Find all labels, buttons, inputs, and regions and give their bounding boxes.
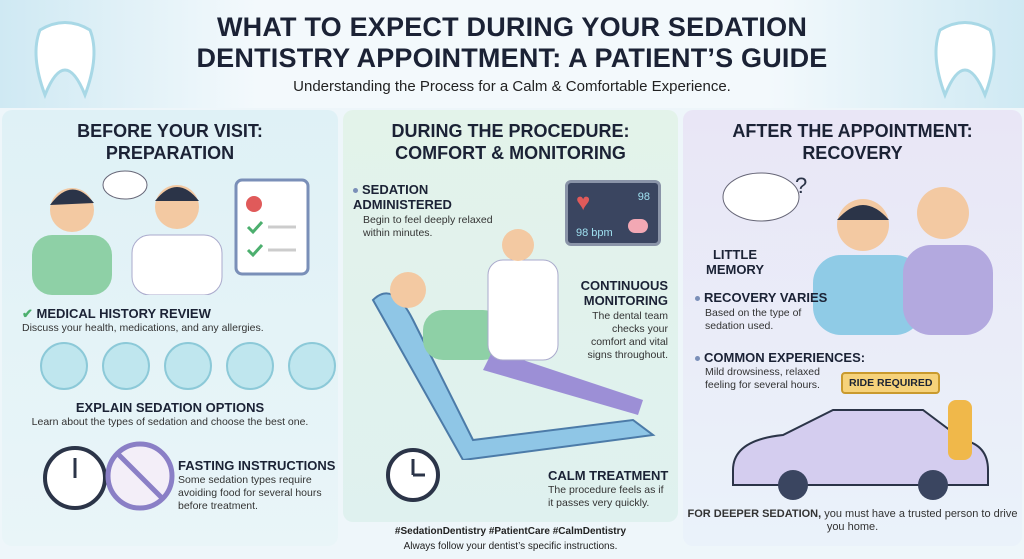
clock-icon [386, 448, 440, 502]
item-heading: COMMON EXPERIENCES: [695, 350, 865, 365]
sedation-options-icons [40, 342, 336, 390]
item-heading-text: COMMON EXPERIENCES: [704, 350, 866, 365]
hashtags: #SedationDentistry #PatientCare #CalmDen… [394, 526, 627, 537]
item-heading: EXPLAIN SEDATION OPTIONS [75, 400, 265, 415]
clipboard-icon [234, 178, 310, 276]
patient-doctor-illustration [32, 170, 223, 295]
heart-icon: ♥ [576, 189, 591, 216]
item-heading-text: MEDICAL HISTORY REVIEW [36, 306, 211, 321]
panel-title-line: BEFORE YOUR VISIT: [77, 121, 263, 141]
capsule-icon [164, 342, 212, 390]
item-text: The dental team checks your comfort and … [587, 310, 668, 361]
item-text: Based on the type of sedation used. [705, 307, 802, 332]
little-memory-label: LITTLE MEMORY [705, 247, 765, 277]
ride-note-bold: FOR DEEPER SEDATION, [687, 508, 822, 520]
item-text: Discuss your health, medications, and an… [22, 322, 264, 334]
header-banner [0, 0, 1024, 108]
vital-monitor: ♥ 98 98 bpm [565, 180, 661, 246]
item-heading: CONTINUOUS MONITORING [580, 278, 668, 308]
bullet-icon [353, 188, 358, 194]
item-heading: FASTING INSTRUCTIONS [178, 458, 336, 473]
item-text: The procedure feels as if it passes very… [548, 484, 664, 509]
panel-title: BEFORE YOUR VISIT:PREPARATION [2, 120, 338, 164]
item-heading: CALM TREATMENT [548, 468, 669, 483]
brain-icon [628, 219, 648, 233]
panel-title-line: AFTER THE APPOINTMENT: [732, 121, 973, 141]
bullet-icon [695, 296, 700, 302]
panel-title: DURING THE PROCEDURE:COMFORT & MONITORIN… [343, 120, 678, 164]
item-text: Some sedation types require avoiding foo… [178, 474, 322, 512]
before-visit-panel: BEFORE YOUR VISIT:PREPARATION ✔ MEDICAL … [2, 110, 338, 546]
during-procedure-panel: DURING THE PROCEDURE:COMFORT & MONITORIN… [343, 110, 678, 522]
item-text: Mild drowsiness, relaxed feeling for sev… [705, 366, 820, 391]
panel-title: AFTER THE APPOINTMENT:RECOVERY [683, 120, 1022, 164]
clock-no-food-icon [43, 441, 175, 511]
gas-mask-icon [40, 342, 88, 390]
ride-note: FOR DEEPER SEDATION, you must have a tru… [683, 508, 1022, 534]
car-illustration [732, 400, 989, 500]
iv-drip-icon [288, 342, 336, 390]
item-text: Begin to feel deeply relaxed within minu… [363, 214, 493, 239]
item-text: Learn about the types of sedation and ch… [31, 416, 309, 428]
item-heading: ✔ MEDICAL HISTORY REVIEW [22, 306, 211, 321]
item-heading: SEDATION ADMINISTERED [353, 182, 473, 212]
page-subtitle: Understanding the Process for a Calm & C… [293, 78, 731, 95]
pulse-readout: 98 [637, 191, 650, 203]
panel-title-line: DURING THE PROCEDURE: [391, 121, 630, 141]
footer-note: Always follow your dentist’s specific in… [403, 541, 618, 552]
item-heading-text: RECOVERY VARIES [704, 290, 828, 305]
svg-text:?: ? [795, 173, 807, 198]
item-heading-text: SEDATION ADMINISTERED [353, 182, 452, 212]
iv-bag-icon [226, 342, 274, 390]
panel-title-line: RECOVERY [802, 143, 903, 163]
recovery-illustration: ? [722, 172, 993, 335]
ride-required-sign: RIDE REQUIRED [841, 372, 941, 394]
check-icon: ✔ [22, 306, 37, 321]
tooth-icon [934, 21, 996, 100]
item-heading: RECOVERY VARIES [695, 290, 827, 305]
page-title-line: WHAT TO EXPECT DURING YOUR SEDATION [216, 12, 808, 42]
after-appointment-panel: AFTER THE APPOINTMENT:RECOVERY ? LITTLE … [683, 110, 1022, 546]
tooth-icon [34, 21, 96, 100]
dental-chair-illustration [371, 229, 656, 460]
page-title-line: DENTISTRY APPOINTMENT: A PATIENT’S GUIDE [196, 43, 828, 73]
panel-title-line: PREPARATION [105, 143, 235, 163]
bpm-readout: 98 bpm [576, 227, 613, 239]
pill-icon [102, 342, 150, 390]
ride-note-text: you must have a trusted person to drive … [821, 508, 1018, 533]
panel-title-line: COMFORT & MONITORING [395, 143, 626, 163]
bullet-icon [695, 356, 700, 362]
